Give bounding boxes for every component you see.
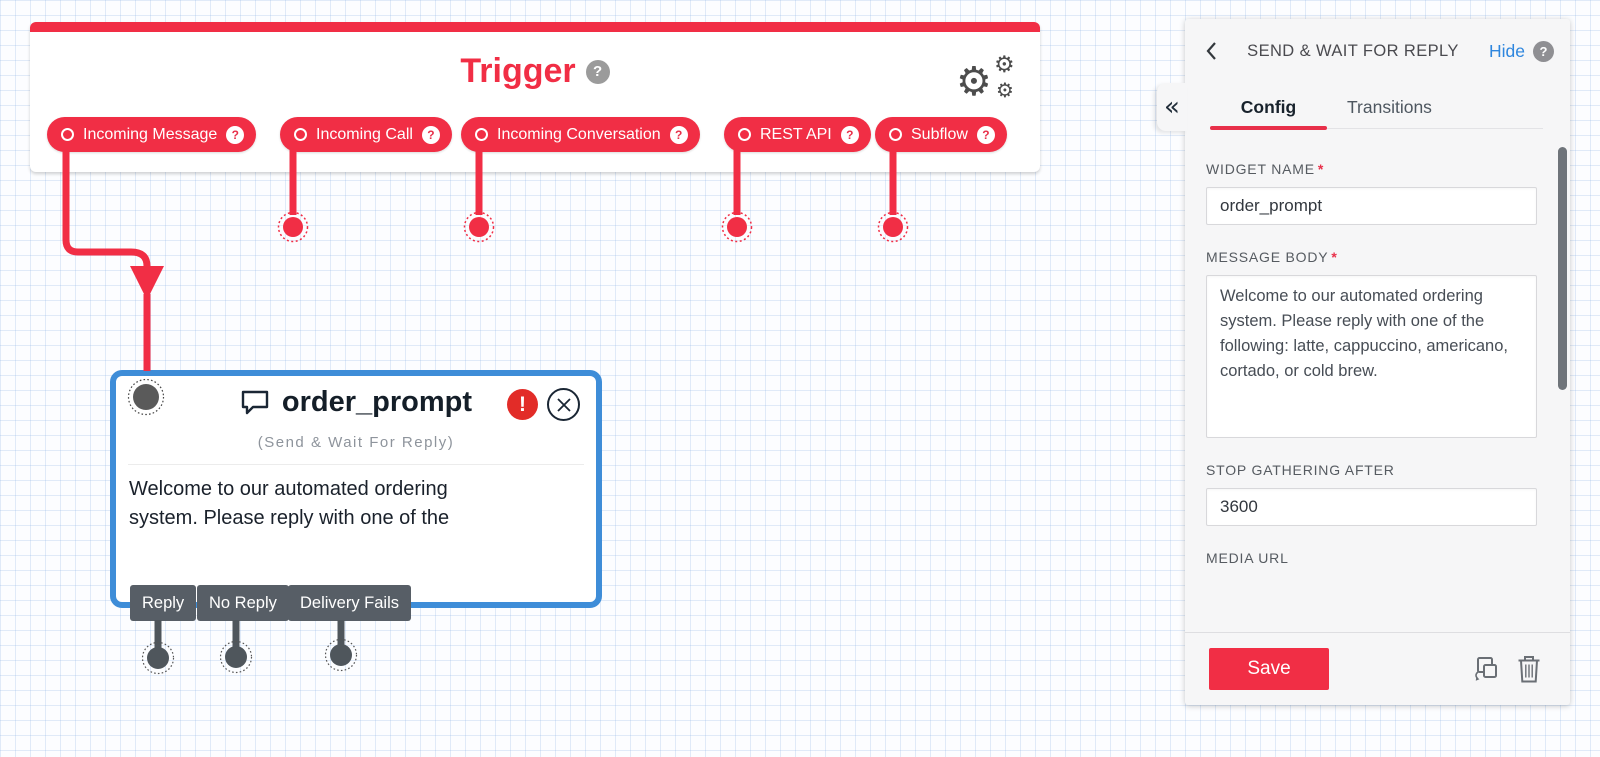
help-icon[interactable]: ?: [226, 125, 245, 144]
stop-gathering-after-input[interactable]: [1206, 488, 1537, 526]
trigger-widget[interactable]: Trigger? ⚙ ⚙ ⚙ Incoming Message ? Incomi…: [30, 22, 1040, 172]
pill-label: Incoming Message: [83, 125, 218, 143]
panel-help-icon[interactable]: ?: [1533, 40, 1554, 62]
widget-title: order_prompt: [281, 386, 473, 418]
trigger-pill-incoming-conversation[interactable]: Incoming Conversation ?: [461, 117, 700, 152]
endpoint-dot[interactable]: [147, 647, 169, 669]
connector-ring-icon: [889, 128, 902, 141]
message-body-label: MESSAGE BODY*: [1206, 249, 1338, 265]
collapse-icon: «: [1164, 92, 1180, 122]
delete-widget-button[interactable]: [1516, 654, 1542, 684]
help-icon[interactable]: ?: [840, 125, 859, 144]
widget-config-panel: « SEND & WAIT FOR REPLY Hide ? Config Tr…: [1157, 19, 1570, 705]
widget-name-label: WIDGET NAME*: [1206, 161, 1325, 177]
trigger-pill-incoming-message[interactable]: Incoming Message ?: [47, 117, 257, 152]
trigger-pill-subflow[interactable]: Subflow ?: [875, 117, 1007, 152]
divider: [128, 464, 584, 465]
pill-label: Incoming Call: [316, 125, 413, 143]
trigger-pill-incoming-call[interactable]: Incoming Call ?: [280, 117, 452, 152]
trigger-settings-gear-icon[interactable]: ⚙ ⚙ ⚙: [956, 52, 1015, 105]
help-icon[interactable]: ?: [421, 125, 440, 144]
trigger-pill-rest-api[interactable]: REST API ?: [724, 117, 871, 152]
message-body-textarea[interactable]: Welcome to our automated ordering system…: [1206, 275, 1537, 438]
endpoint-dot[interactable]: [283, 217, 303, 237]
widget-type-label: (Send & Wait For Reply): [257, 434, 455, 451]
connector-ring-icon: [294, 128, 307, 141]
endpoint-dot[interactable]: [225, 646, 247, 668]
trigger-help-icon[interactable]: ?: [585, 59, 610, 84]
chat-bubble-icon: [241, 390, 269, 414]
widget-name-input[interactable]: [1206, 187, 1537, 225]
endpoint-dot[interactable]: [330, 644, 352, 666]
transition-no-reply-button[interactable]: No Reply: [197, 585, 289, 621]
active-tab-underline: [1210, 126, 1327, 130]
connector-arrow-icon: [130, 266, 164, 300]
stop-gathering-after-label: STOP GATHERING AFTER: [1206, 462, 1395, 478]
panel-tabs: Config Transitions: [1210, 91, 1543, 130]
connector-ring-icon: [61, 128, 74, 141]
trigger-endpoint-dots: [277, 211, 909, 243]
tab-transitions[interactable]: Transitions: [1347, 97, 1432, 117]
output-stems: [154, 620, 345, 648]
pill-label: Subflow: [911, 125, 968, 143]
back-chevron-icon[interactable]: [1205, 41, 1217, 61]
duplicate-icon: [1475, 657, 1497, 681]
collapse-panel-button[interactable]: «: [1157, 83, 1187, 131]
close-icon[interactable]: [547, 388, 580, 421]
order-prompt-widget[interactable]: order_prompt ! (Send & Wait For Reply) W…: [110, 370, 602, 621]
hide-link[interactable]: Hide: [1489, 40, 1525, 61]
pill-label: REST API: [760, 125, 832, 143]
connector-ring-icon: [475, 128, 488, 141]
connector-ring-icon: [738, 128, 751, 141]
trigger-title: Trigger: [460, 52, 576, 90]
transition-reply-button[interactable]: Reply: [130, 585, 197, 621]
media-url-label: MEDIA URL: [1206, 550, 1289, 566]
help-icon[interactable]: ?: [669, 125, 688, 144]
trash-icon: [1518, 656, 1540, 683]
help-icon[interactable]: ?: [976, 125, 995, 144]
endpoint-dot[interactable]: [883, 217, 903, 237]
save-button[interactable]: Save: [1209, 648, 1329, 690]
panel-scrollbar-thumb[interactable]: [1558, 147, 1567, 390]
pill-label: Incoming Conversation: [497, 125, 661, 143]
duplicate-widget-button[interactable]: [1470, 654, 1500, 684]
error-badge-icon: !: [507, 389, 538, 420]
message-preview: Welcome to our automated ordering system…: [129, 478, 450, 529]
transition-delivery-fails-button[interactable]: Delivery Fails: [288, 585, 412, 621]
trigger-top-bar: [30, 22, 1040, 32]
panel-title: SEND & WAIT FOR REPLY: [1247, 41, 1459, 60]
output-endpoint-dots: [141, 638, 358, 675]
endpoint-dot[interactable]: [469, 217, 489, 237]
tab-config[interactable]: Config: [1210, 91, 1327, 130]
panel-footer: Save: [1185, 632, 1570, 705]
endpoint-dot[interactable]: [727, 217, 747, 237]
